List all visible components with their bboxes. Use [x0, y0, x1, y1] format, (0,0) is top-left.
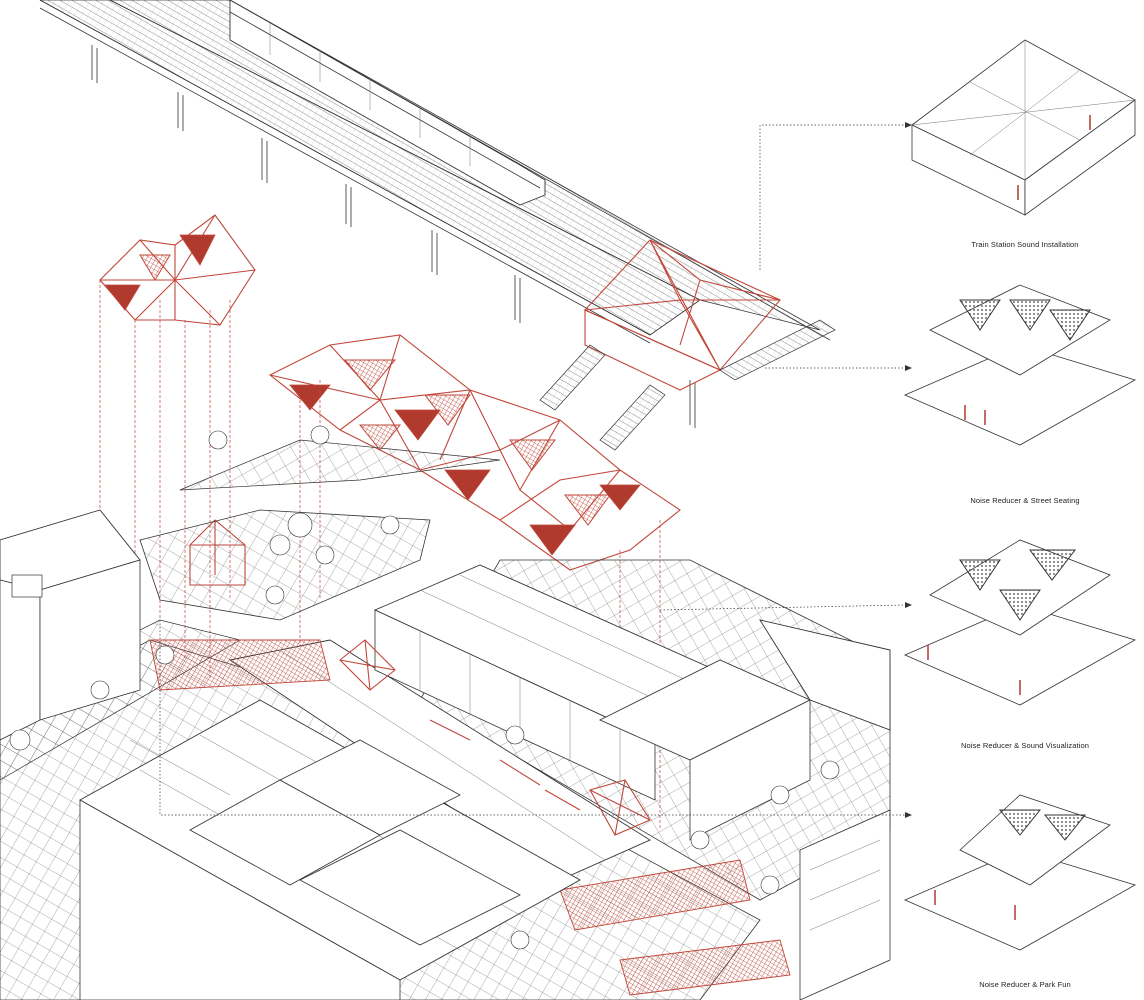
station-installation [539, 239, 836, 451]
street-installations [339, 639, 651, 836]
elevated-train-tracks [39, 0, 831, 428]
canopy-module-small [99, 214, 256, 326]
train [229, 0, 546, 206]
leader-lines [159, 122, 912, 818]
caption-train-station-sound-installation: Train Station Sound Installation [971, 240, 1079, 249]
panel-3-drawing [903, 539, 1137, 706]
shopfront-block-upper [373, 564, 891, 841]
panel-4-drawing [903, 794, 1137, 951]
trees [9, 425, 840, 950]
caption-noise-reducer-park-fun: Noise Reducer & Park Fun [979, 980, 1071, 989]
caption-noise-reducer-street-seating: Noise Reducer & Street Seating [970, 496, 1080, 505]
building-lower-right [799, 809, 891, 1000]
canopy-module-large [268, 334, 681, 571]
caption-noise-reducer-sound-visualization: Noise Reducer & Sound Visualization [960, 741, 1090, 750]
panel-2-drawing [903, 284, 1137, 446]
left-building [0, 509, 141, 741]
building-block-lower [79, 699, 581, 1000]
panel-1-drawing [911, 39, 1136, 216]
